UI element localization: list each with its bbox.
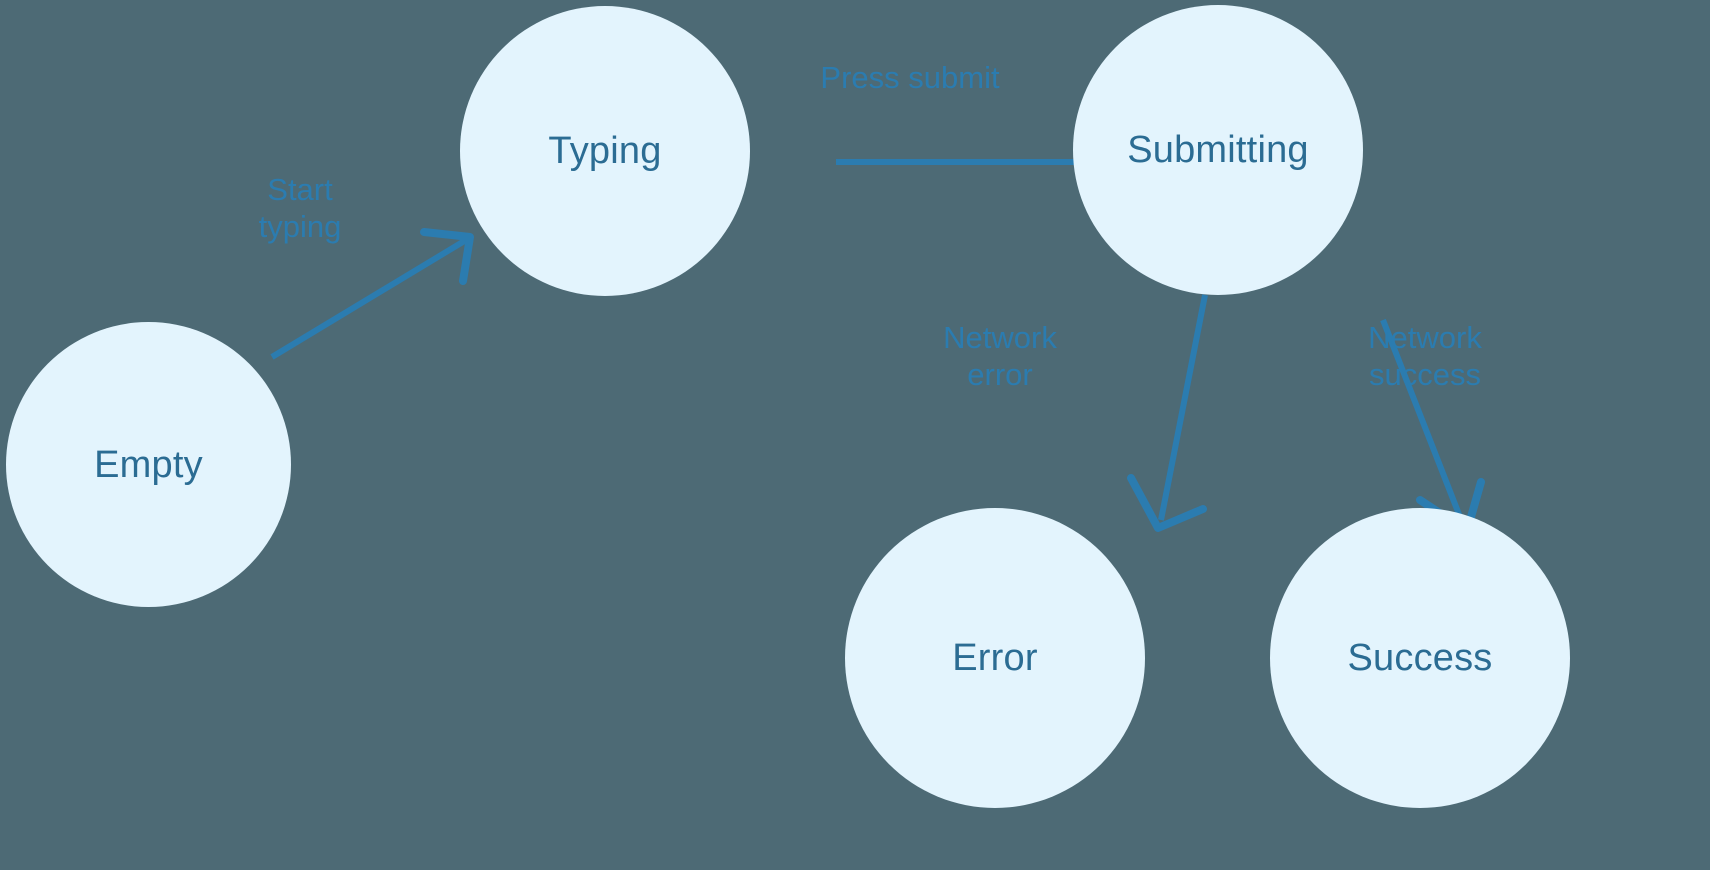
state-node-empty-label: Empty	[94, 443, 203, 486]
state-node-empty[interactable]: Empty	[6, 322, 291, 607]
state-node-success[interactable]: Success	[1270, 508, 1570, 808]
edge-submitting-to-error	[1127, 294, 1208, 532]
state-node-error-label: Error	[952, 637, 1038, 679]
edge-empty-to-typing	[270, 228, 474, 360]
state-node-typing-label: Typing	[548, 130, 662, 172]
state-node-submitting-label: Submitting	[1127, 129, 1309, 171]
state-node-submitting[interactable]: Submitting	[1073, 5, 1363, 295]
state-node-error[interactable]: Error	[845, 508, 1145, 808]
state-node-success-label: Success	[1347, 637, 1493, 679]
edge-label-network-error: Network error	[943, 320, 1057, 392]
edge-label-start-typing: Start typing	[258, 172, 342, 244]
edge-label-press-submit: Press submit	[820, 60, 1000, 95]
state-node-typing[interactable]: Typing	[460, 6, 750, 296]
edge-label-network-success: Network success	[1368, 320, 1482, 392]
